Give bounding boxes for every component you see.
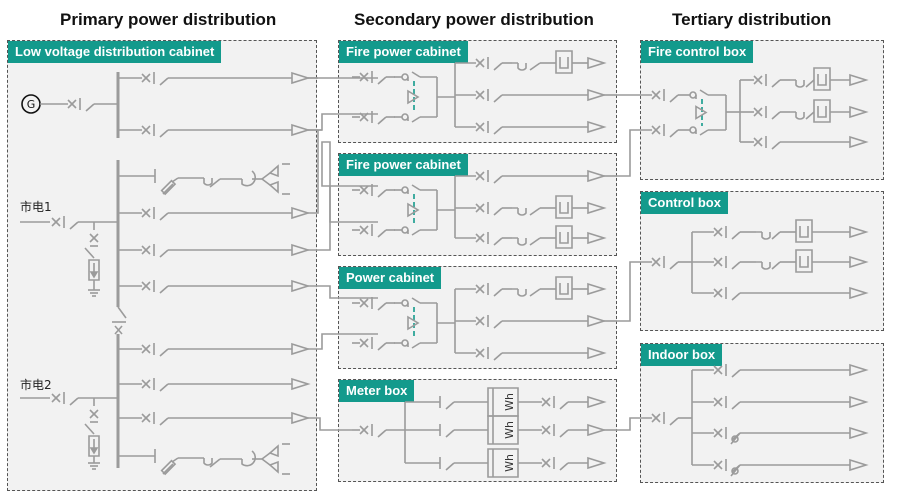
panel-low-voltage-cabinet: Low voltage distribution cabinet — [7, 40, 317, 491]
mains-1-label: 市电1 — [20, 200, 52, 214]
column-title-secondary: Secondary power distribution — [354, 10, 594, 29]
panel-label: Fire power cabinet — [339, 154, 468, 176]
panel-power-cabinet: Power cabinet — [338, 266, 617, 369]
panel-label: Indoor box — [641, 344, 723, 366]
panel-label: Control box — [641, 192, 728, 214]
panel-label: Meter box — [339, 380, 415, 402]
panel-fire-control-box: Fire control box — [640, 40, 884, 180]
panel-indoor-box: Indoor box — [640, 343, 884, 483]
panel-label: Low voltage distribution cabinet — [8, 41, 222, 63]
mains-2-label: 市电2 — [20, 378, 52, 392]
panel-label: Power cabinet — [339, 267, 442, 289]
panel-fire-power-cabinet-1: Fire power cabinet — [338, 40, 617, 143]
column-title-tertiary: Tertiary distribution — [672, 10, 832, 29]
panel-label: Fire control box — [641, 41, 754, 63]
column-title-primary: Primary power distribution — [60, 10, 277, 29]
panel-fire-power-cabinet-2: Fire power cabinet — [338, 153, 617, 256]
panel-label: Fire power cabinet — [339, 41, 468, 63]
panel-control-box: Control box — [640, 191, 884, 331]
panel-meter-box: Meter box — [338, 379, 617, 482]
